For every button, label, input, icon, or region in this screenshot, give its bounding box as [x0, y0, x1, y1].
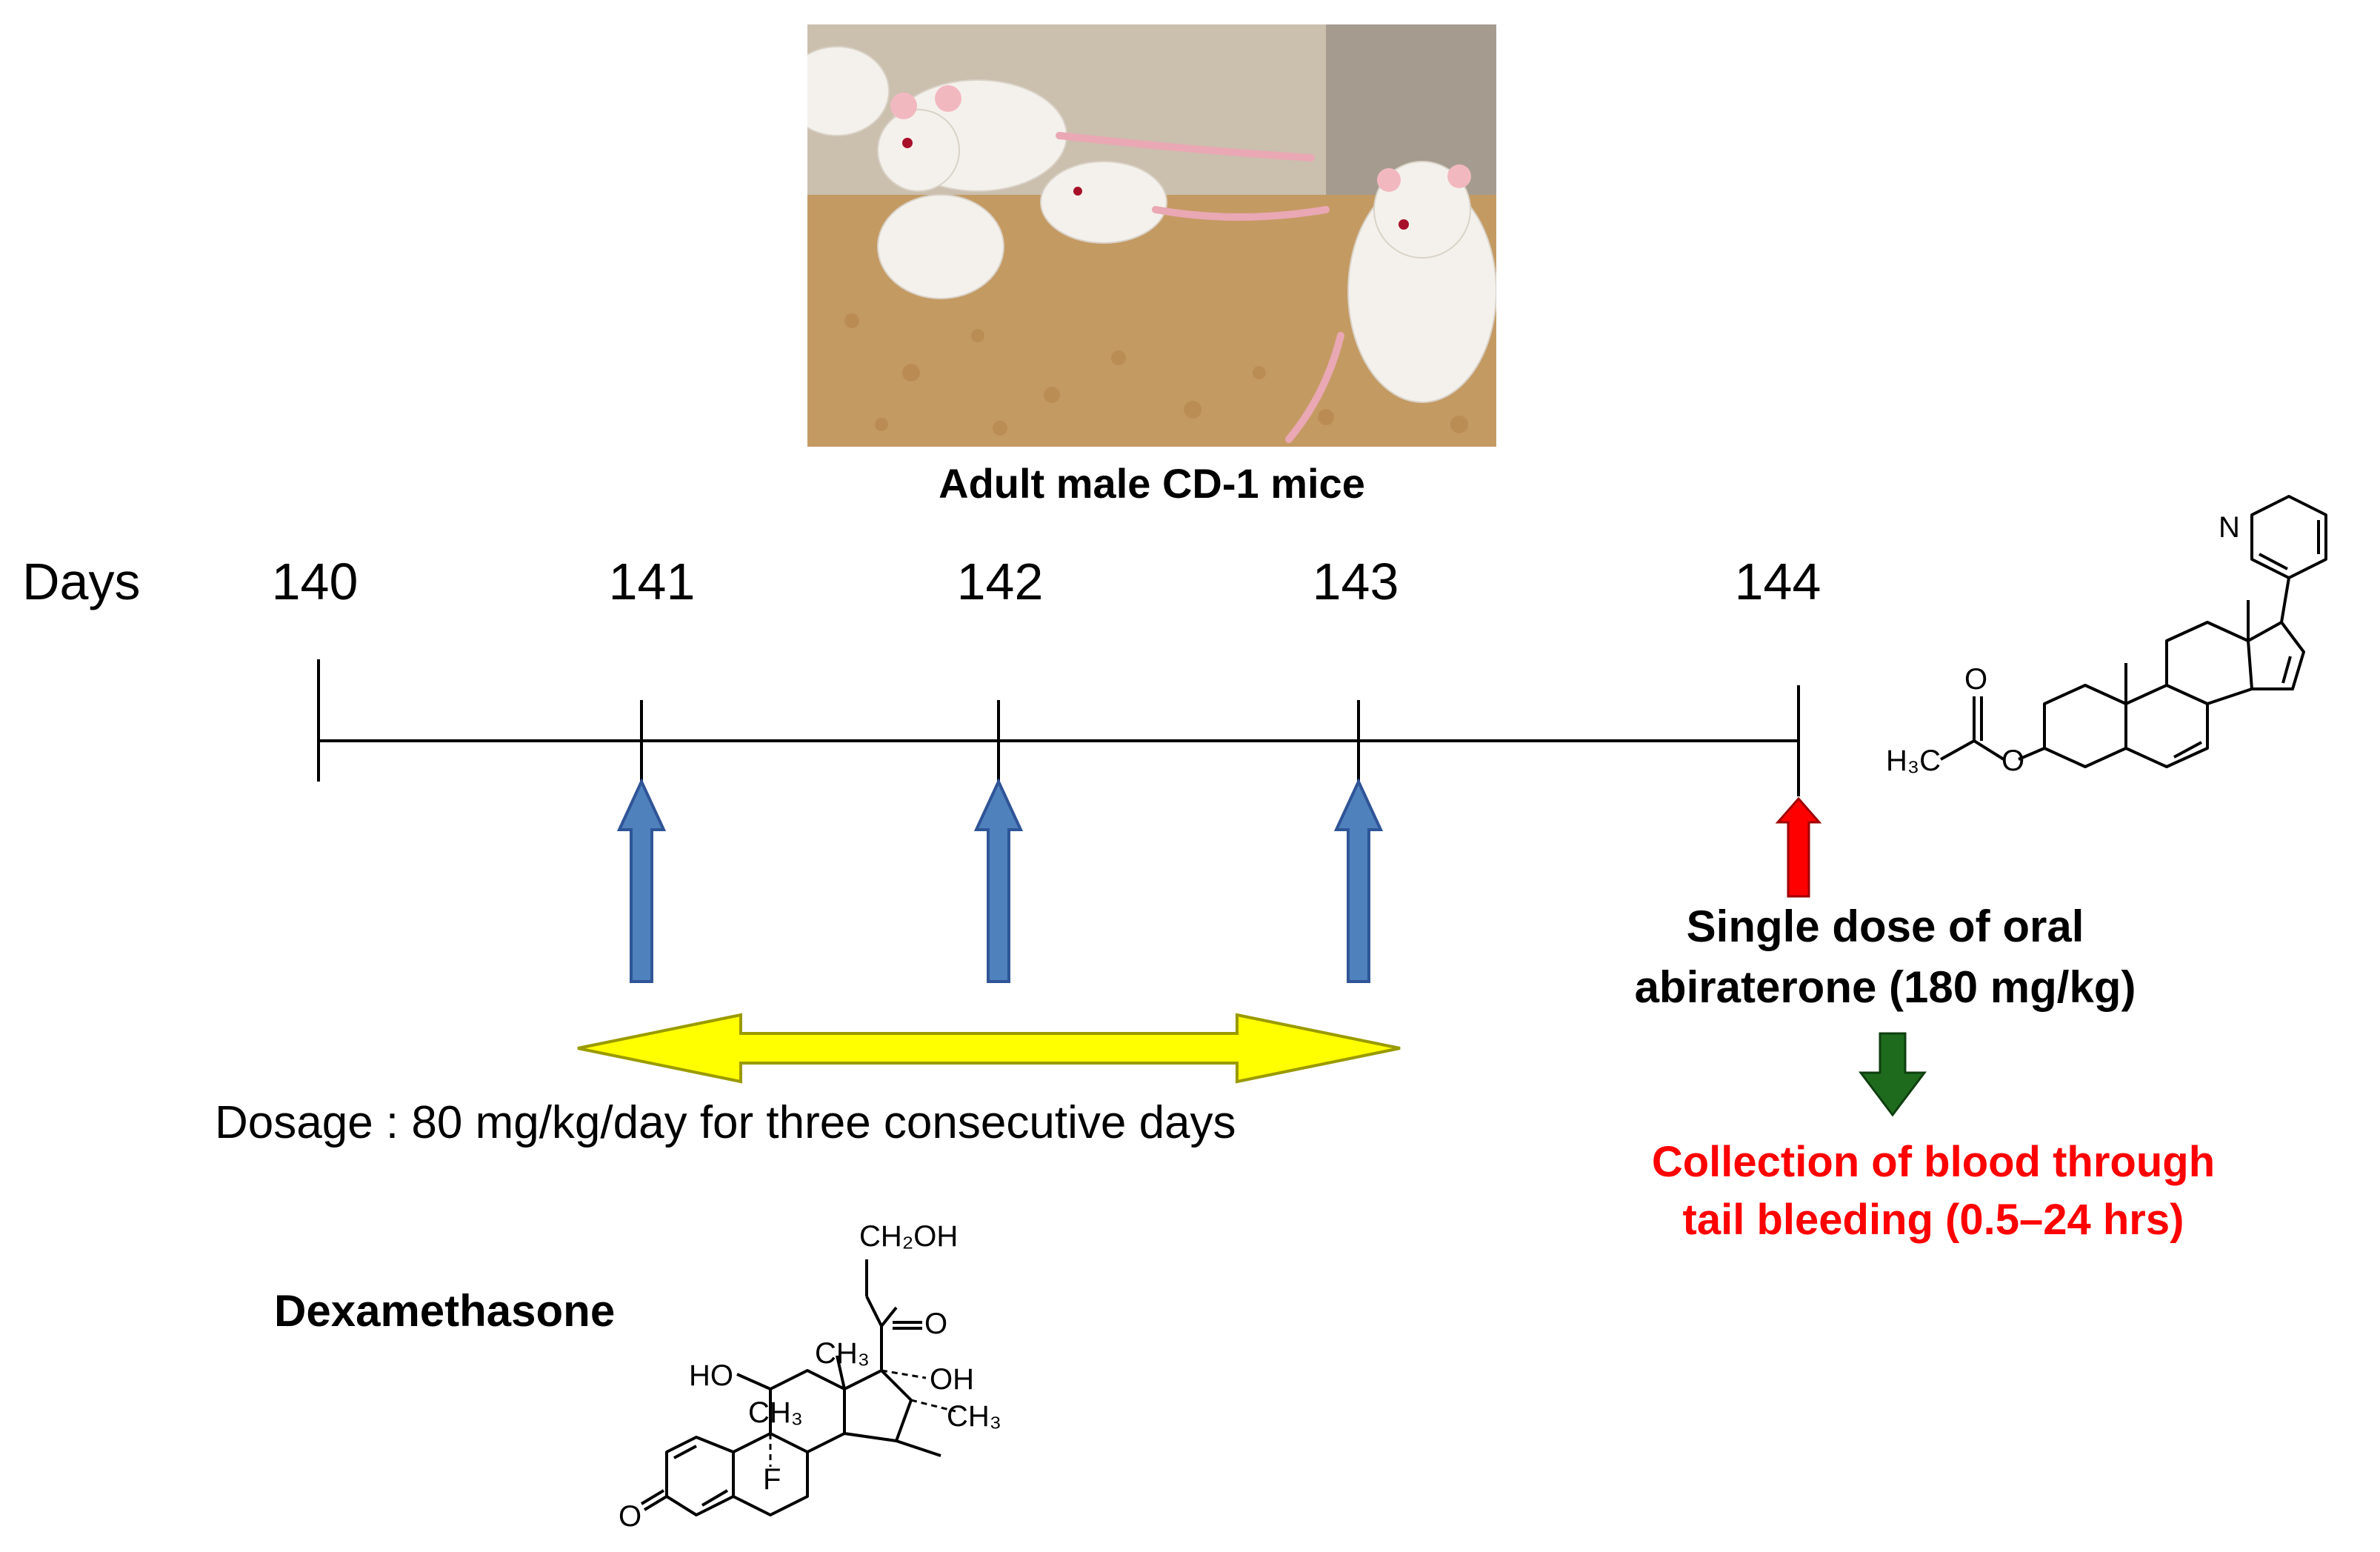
dose-arrow-141 [616, 778, 667, 983]
blood-collection-text: Collection of blood through tail bleedin… [1593, 1133, 2274, 1249]
dexamethasone-label: Dexamethasone [274, 1286, 616, 1336]
dose-arrow-142 [973, 778, 1024, 983]
dex-ch3-c: CH₃ [748, 1396, 803, 1429]
abi-h3c: H₃C [1886, 745, 1941, 777]
abiraterone-dose-text: Single dose of oral abiraterone (180 mg/… [1526, 896, 2244, 1018]
abi-n: N [2219, 511, 2240, 544]
dex-carbonyl-o: O [924, 1308, 947, 1340]
abiraterone-line-1: Single dose of oral [1686, 902, 2084, 951]
dex-ketone-o: O [619, 1500, 641, 1533]
day-label-141: 141 [608, 553, 696, 610]
dex-f: F [763, 1463, 781, 1496]
day-label-143: 143 [1312, 553, 1399, 610]
abi-o-carbonyl: O [1964, 663, 1987, 696]
dex-oh: OH [930, 1363, 974, 1396]
days-axis-label: Days [22, 553, 141, 610]
mice-photo [807, 24, 1496, 447]
day-label-144: 144 [1734, 553, 1821, 610]
blood-collection-arrow [1858, 1032, 1927, 1117]
dosage-period-arrow [577, 1013, 1401, 1084]
dexamethasone-structure: CH₂OH O OH HO CH₃ CH₃ CH₃ F O [619, 1220, 1001, 1533]
abiraterone-structure: N O O H₃C [1886, 495, 2327, 777]
blood-line-2: tail bleeding (0.5–24 hrs) [1682, 1196, 2184, 1244]
blood-line-1: Collection of blood through [1651, 1138, 2216, 1186]
abi-o-ester: O [2001, 745, 2024, 777]
dosage-description: Dosage : 80 mg/kg/day for three consecut… [215, 1097, 1236, 1148]
dex-ho: HO [689, 1359, 733, 1392]
abiraterone-arrow [1775, 796, 1822, 898]
mice-illustration [807, 24, 1496, 447]
dose-arrow-143 [1333, 778, 1384, 983]
dex-ch2oh: CH₂OH [859, 1220, 958, 1253]
dex-ch3-a: CH₃ [815, 1337, 870, 1370]
day-label-140: 140 [271, 553, 359, 610]
photo-caption: Adult male CD-1 mice [939, 460, 1365, 507]
dex-ch3-b: CH₃ [947, 1400, 1001, 1433]
day-label-142: 142 [956, 553, 1044, 610]
abiraterone-line-2: abiraterone (180 mg/kg) [1634, 962, 2136, 1012]
